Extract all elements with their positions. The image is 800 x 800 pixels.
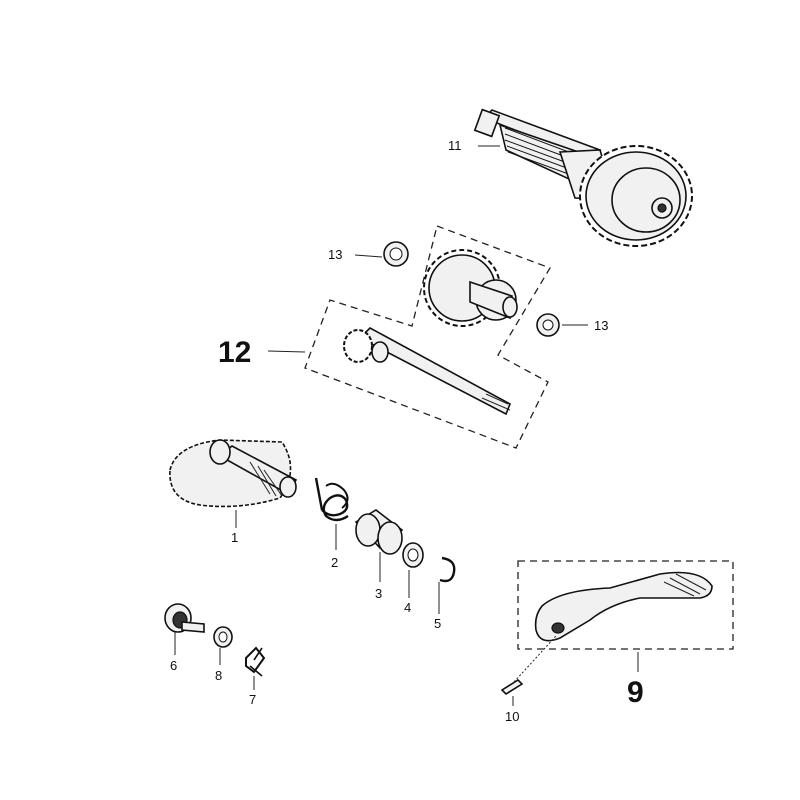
callout-9: 9	[627, 676, 644, 709]
callout-7: 7	[249, 692, 256, 707]
washer-part-13-lower	[536, 313, 560, 337]
callout-3: 3	[375, 586, 382, 601]
washer-part-8	[213, 626, 233, 648]
callout-12: 12	[218, 336, 251, 369]
callout-13-lower: 13	[594, 318, 608, 333]
layshaft-assembly-part-12	[304, 225, 551, 449]
callout-11: 11	[448, 138, 462, 153]
washer-part-13-upper	[383, 241, 409, 267]
kickstart-sector-part-1	[169, 439, 298, 508]
return-spring-part-2	[314, 477, 349, 522]
callout-1: 1	[231, 530, 238, 545]
bushing-part-3	[354, 509, 404, 555]
kick-bush-part-6	[164, 603, 205, 633]
callout-5: 5	[434, 616, 441, 631]
callout-6: 6	[170, 658, 177, 673]
leader-lines	[174, 145, 639, 706]
callout-8: 8	[215, 668, 222, 683]
primary-shaft-gear-part-11	[473, 108, 693, 247]
washer-part-4	[402, 542, 424, 568]
callout-10: 10	[505, 709, 519, 724]
callout-2: 2	[331, 555, 338, 570]
screw-part-10	[500, 635, 557, 696]
callout-13-upper: 13	[328, 247, 342, 262]
clip-part-7	[245, 646, 266, 677]
callout-4: 4	[404, 600, 411, 615]
kick-lever-part-9	[517, 560, 734, 650]
circlip-part-5	[439, 556, 456, 583]
